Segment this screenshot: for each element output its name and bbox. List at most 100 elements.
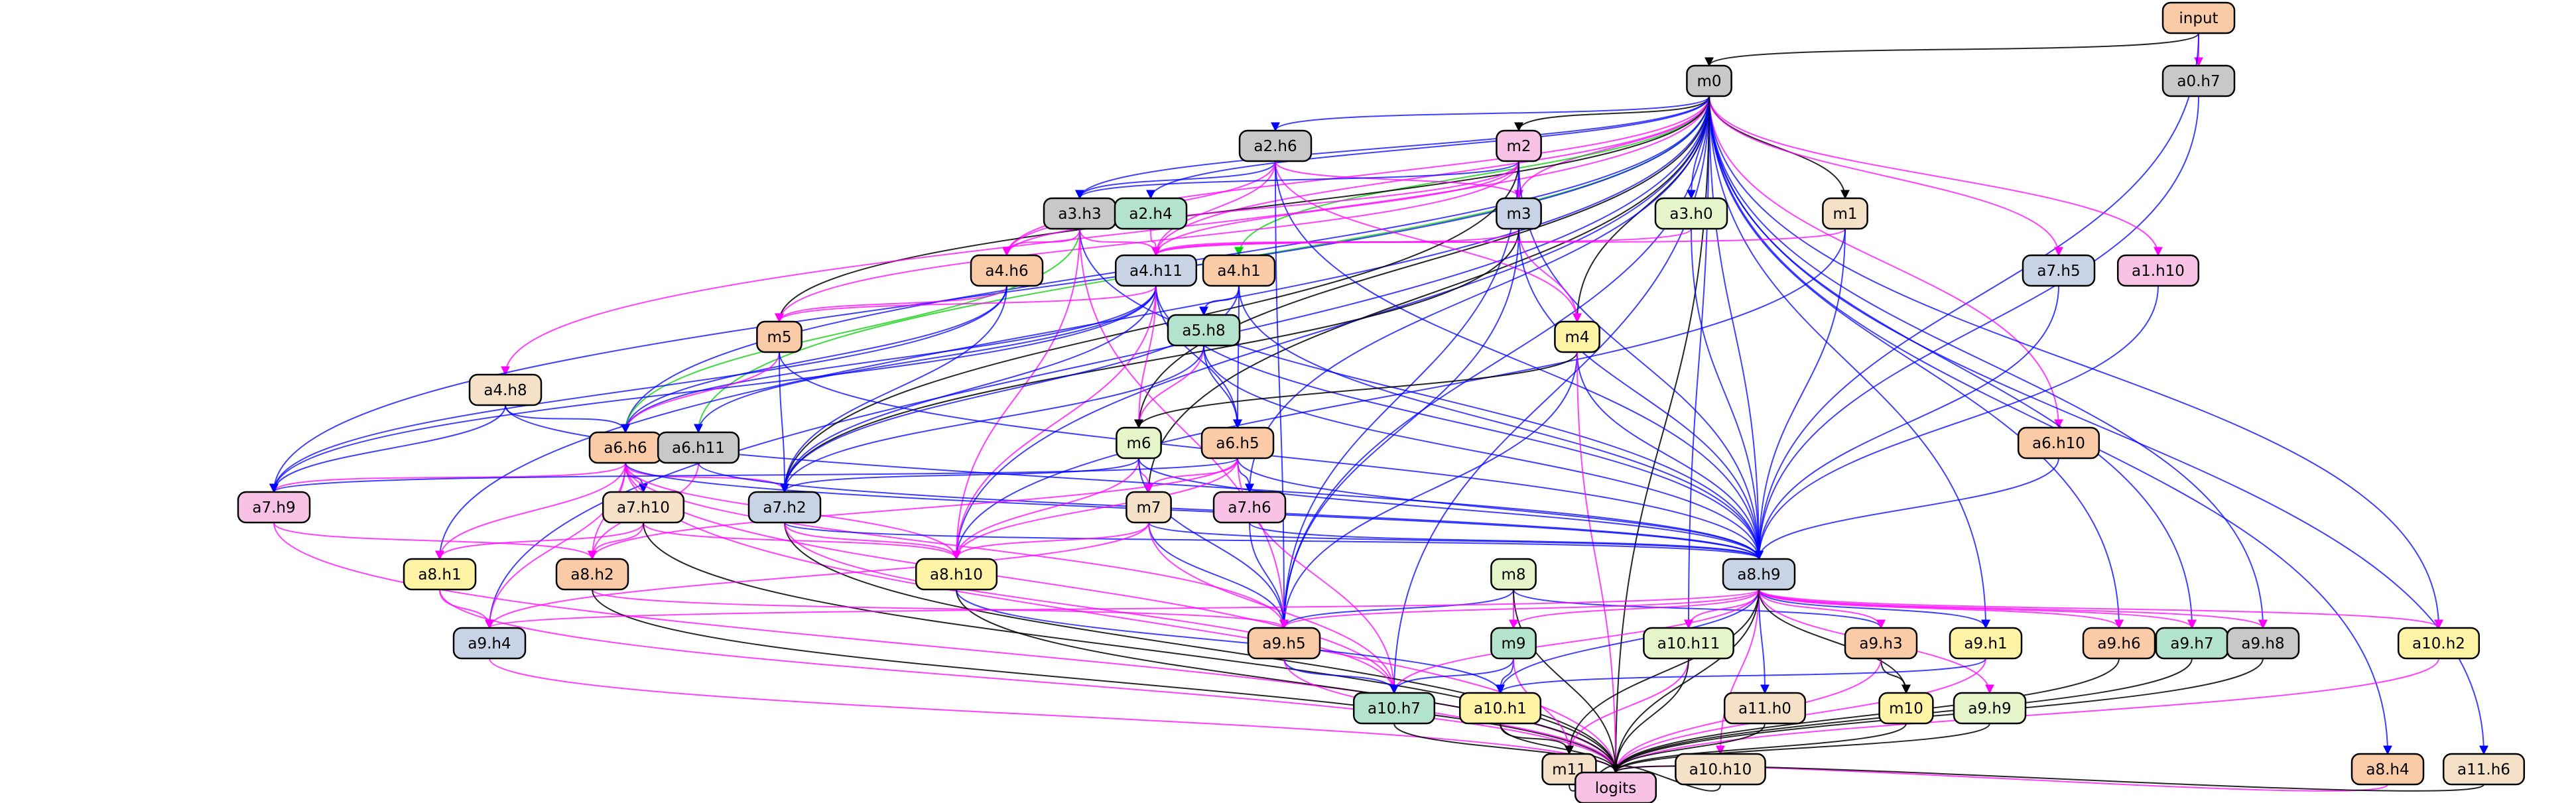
edge-a8-h9-to-a10-h7	[1389, 589, 1760, 694]
edge-m2-to-a8-h9	[1518, 160, 1764, 560]
node-a7-h6: a7.h6	[1212, 491, 1287, 524]
edge-a8-h9-to-logits	[1611, 589, 1760, 774]
edge-a8-h10-to-logits	[956, 589, 1620, 774]
node-box	[1574, 771, 1657, 803]
node-box	[1723, 692, 1807, 725]
edge-a2-h6-to-a4-h11	[1151, 160, 1276, 257]
node-label: a4.h6	[985, 263, 1028, 280]
node-label: a4.h1	[1217, 263, 1260, 280]
edge-m0-to-a9-h7	[1708, 95, 2197, 629]
edge-m0-to-a8-h9	[1708, 95, 1764, 560]
node-box	[915, 558, 998, 591]
node-label: a9.h3	[1859, 635, 1902, 652]
edge-a8-h9-to-a10-h10	[1716, 589, 1760, 755]
node-m2: m2	[1496, 129, 1542, 162]
node-label: a11.h0	[1738, 700, 1791, 717]
node-box	[747, 491, 822, 524]
node-label: a2.h4	[1129, 206, 1172, 223]
edge-m0-to-m6	[1134, 95, 1710, 429]
node-a9-h1: a9.h1	[1949, 627, 2023, 660]
edge-input-to-m0	[1705, 32, 2199, 67]
edge-a9-h5-to-a10-h7	[1283, 658, 1399, 694]
edge-m5-to-a7-h2	[779, 351, 789, 493]
node-a7-h5: a7.h5	[2022, 254, 2096, 287]
edge-a5-h8-to-a8-h9	[1203, 345, 1764, 560]
edge-a7-h5-to-a8-h9	[1754, 285, 2059, 560]
edge-a11-h0-to-logits	[1611, 723, 1766, 774]
edge-a6-h6-to-a8-h1	[435, 462, 626, 560]
node-box	[1953, 692, 2027, 725]
node-a3-h0: a3.h0	[1654, 197, 1728, 230]
edge-a4-h1-to-a6-h5	[1233, 285, 1243, 429]
edge-a8-h2-to-logits	[592, 589, 1620, 774]
node-label: a7.h9	[252, 499, 295, 517]
edge-a8-h9-to-a10-h1	[1496, 589, 1760, 694]
node-box	[1878, 692, 1934, 725]
node-label: a8.h2	[570, 566, 613, 584]
node-label: a7.h6	[1228, 499, 1271, 517]
node-label: a8.h10	[930, 566, 983, 584]
node-a7-h2: a7.h2	[747, 491, 822, 524]
node-a9-h4: a9.h4	[452, 627, 527, 660]
node-label: a7.h5	[2037, 263, 2080, 280]
node-box	[1458, 692, 1542, 725]
node-label: a11.h6	[2457, 761, 2510, 778]
node-a2-h4: a2.h4	[1114, 197, 1188, 230]
node-m6: m6	[1116, 426, 1162, 460]
edge-a8-h9-to-a9-h5	[1279, 589, 1760, 629]
edge-m0-to-a3-h3	[1075, 95, 1710, 200]
node-m7: m7	[1126, 491, 1172, 524]
edge-m0-to-a7-h9	[269, 95, 1710, 493]
edge-a6-h6-to-logits	[625, 462, 1620, 774]
node-label: a6.h10	[2032, 435, 2085, 452]
node-box	[1949, 627, 2023, 660]
node-a0-h7: a0.h7	[2161, 64, 2236, 97]
edge-a4-h11-to-a6-h11	[694, 285, 1157, 434]
edge-a8-h9-to-m11	[1565, 589, 1760, 755]
node-label: logits	[1595, 780, 1636, 797]
node-box	[1238, 129, 1313, 162]
edge-a4-h8-to-a7-h9	[269, 404, 506, 493]
edge-a8-h9-to-m10	[1758, 589, 1911, 694]
edge-a7-h6-to-a8-h9	[1249, 522, 1764, 560]
node-label: a7.h2	[763, 499, 806, 517]
node-box	[468, 373, 543, 406]
edge-m0-to-a8-h10	[952, 95, 1710, 560]
edge-a0-h7-to-a8-h9	[1754, 95, 2199, 560]
edge-m0-to-a9-h6	[1708, 95, 2124, 629]
edge-a6-h6-to-a7-h2	[625, 462, 789, 493]
node-box	[1352, 692, 1436, 725]
node-label: a8.h9	[1737, 566, 1780, 584]
edge-a8-h9-to-a9-h4	[485, 589, 1760, 629]
node-box	[756, 320, 803, 353]
edge-m3-to-a7-h2	[780, 228, 1519, 493]
node-label: a4.h11	[1129, 263, 1183, 280]
node-box	[1114, 197, 1188, 230]
node-box	[1114, 254, 1198, 287]
edge-a2-h6-to-a8-h9	[1275, 160, 1764, 560]
edge-m0-to-a4-h1	[1234, 95, 1710, 257]
edge-a8-h1-to-a9-h4	[439, 589, 494, 629]
node-box	[2161, 1, 2236, 34]
edge-m0-to-a9-h4	[485, 95, 1710, 629]
edge-m5-to-a6-h6	[621, 351, 780, 434]
node-a4-h1: a4.h1	[1202, 254, 1276, 287]
edge-a6-h5-to-a7-h9	[269, 458, 1238, 493]
edge-a8-h1-to-logits	[439, 589, 1620, 774]
node-label: m1	[1833, 206, 1857, 223]
edge-m2-to-a9-h5	[1279, 160, 1519, 629]
edge-a10-h11-to-logits	[1611, 658, 1689, 774]
node-a2-h6: a2.h6	[1238, 129, 1313, 162]
edge-a7-h6-to-a9-h5	[1249, 522, 1289, 629]
node-a8-h10: a8.h10	[915, 558, 998, 591]
edge-m9-to-a10-h7	[1389, 658, 1514, 694]
node-label: a9.h9	[1968, 700, 2011, 717]
edge-m1-to-a8-h9	[1754, 228, 1846, 560]
node-a10-h2: a10.h2	[2397, 627, 2480, 660]
edge-a5-h8-to-a6-h5	[1203, 345, 1242, 429]
edge-a6-h5-to-a8-h9	[1237, 458, 1764, 560]
edge-m7-to-a8-h10	[952, 522, 1149, 560]
node-label: a6.h11	[672, 440, 725, 457]
edge-a4-h6-to-a7-h2	[780, 285, 1007, 493]
edge-a4-h11-to-m5	[775, 285, 1157, 323]
